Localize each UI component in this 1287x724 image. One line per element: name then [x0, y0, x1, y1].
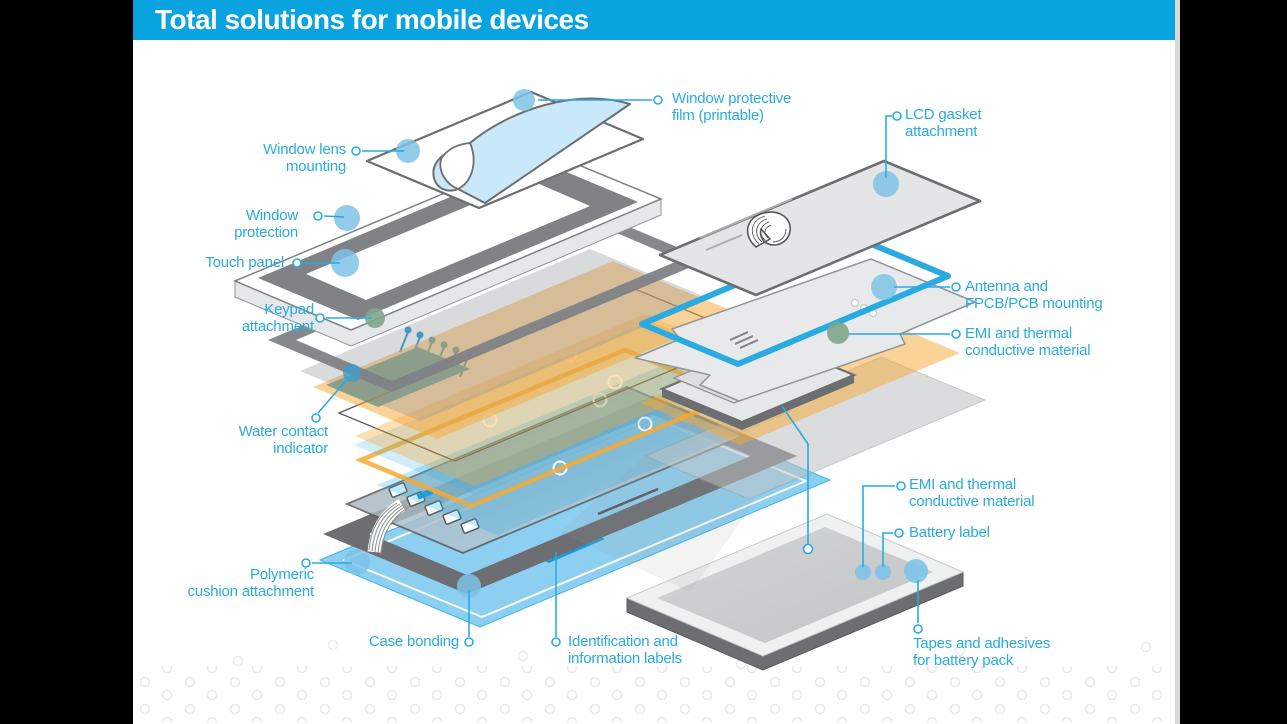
right-letterbox: [1180, 0, 1287, 724]
background-dot-pattern: [135, 639, 1173, 722]
label-window-protective-film: Window protective film (printable): [672, 90, 792, 124]
leader-end-circles: [292, 95, 961, 647]
label-tapes-adhesives-battery-pack: Tapes and adhesives for battery pack: [913, 635, 1051, 669]
label-emi-thermal-lower: EMI and thermal conductive material: [909, 476, 1035, 510]
label-polymeric-cushion-attachment: Polymeric cushion attachment: [187, 566, 315, 600]
protective-film: [365, 90, 645, 210]
window-protection-slab: [233, 150, 663, 347]
battery-pack: [625, 513, 965, 671]
label-lcd-gasket-attachment: LCD gasket attachment: [905, 106, 982, 140]
label-window-protection: Window protection: [234, 207, 298, 241]
title-bar: Total solutions for mobile devices: [133, 0, 1175, 40]
label-identification-information-labels: Identification and information labels: [568, 633, 682, 667]
label-battery-label: Battery label: [909, 524, 990, 541]
label-keypad-attachment: Keypad attachment: [241, 301, 314, 335]
page-title: Total solutions for mobile devices: [155, 4, 589, 35]
label-emi-thermal-upper: EMI and thermal conductive material: [965, 325, 1091, 359]
lcd-back-panel: [658, 159, 982, 297]
ribbon-coil-icon: [746, 211, 791, 248]
lcd-module: [344, 386, 746, 555]
leader-lines: [303, 99, 950, 637]
connector-blocks: [388, 482, 480, 534]
attachment-markers: [331, 89, 928, 598]
label-touch-panel: Touch panel: [205, 254, 284, 271]
label-window-lens-mounting: Window lens mounting: [263, 141, 346, 175]
label-antenna-fpcb-pcb-mounting: Antenna and FPCB/PCB mounting: [965, 278, 1103, 312]
adhesive-layer-orange-1: [313, 261, 737, 439]
right-edge-strip: [1175, 0, 1180, 724]
label-water-contact-indicator: Water contact indicator: [238, 423, 329, 457]
label-case-bonding: Case bonding: [368, 633, 459, 650]
left-letterbox: [0, 0, 133, 724]
thermal-sheet-shadow: [560, 456, 755, 592]
